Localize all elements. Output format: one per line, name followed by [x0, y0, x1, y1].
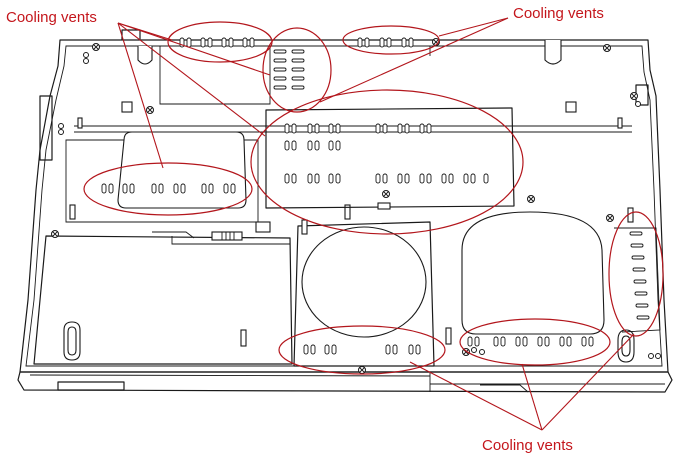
- screw-icon: [51, 230, 59, 238]
- label-cooling-vents-top-right: Cooling vents: [513, 5, 604, 22]
- callout-ellipse-top-right: [342, 25, 440, 55]
- vent-slots-left-fan: [101, 183, 236, 194]
- vent-slots-bottom-center: [303, 344, 421, 355]
- label-cooling-vents-top-left: Cooling vents: [6, 9, 97, 26]
- callout-ellipse-right-side: [608, 211, 664, 337]
- vent-slots-right-side: [629, 231, 650, 320]
- callout-ellipse-left-fan: [83, 162, 253, 216]
- callout-ellipse-vent-column: [262, 27, 332, 113]
- laptop-body: [17, 29, 673, 393]
- screw-icon: [358, 366, 366, 374]
- vent-slots-top-left: [179, 37, 255, 48]
- screw-icon: [606, 214, 614, 222]
- screw-icon: [382, 190, 390, 198]
- memory-cover: [265, 107, 515, 210]
- vent-slots-column-center: [273, 49, 305, 90]
- screw-icon: [146, 106, 154, 114]
- callout-ellipse-bottom-right: [459, 318, 611, 366]
- screw-icon: [630, 92, 638, 100]
- screw-icon: [92, 43, 100, 51]
- left-fan-plate: [117, 131, 247, 209]
- callout-ellipse-bottom-center: [278, 325, 446, 375]
- battery-panel: [33, 221, 293, 365]
- vent-slots-memory-cover: [284, 123, 489, 184]
- right-fan-area: [445, 211, 661, 363]
- callout-ellipse-memory-cover: [250, 89, 524, 235]
- vent-slots-top-right: [357, 37, 414, 48]
- callout-ellipses: [83, 21, 664, 375]
- callout-leader-lines: [117, 17, 635, 431]
- vent-slots-bottom-right: [467, 336, 594, 347]
- center-fan-door: [293, 219, 435, 367]
- screws: [51, 38, 661, 374]
- screw-icon: [603, 44, 611, 52]
- screw-icon: [527, 195, 535, 203]
- label-cooling-vents-bottom: Cooling vents: [482, 437, 573, 454]
